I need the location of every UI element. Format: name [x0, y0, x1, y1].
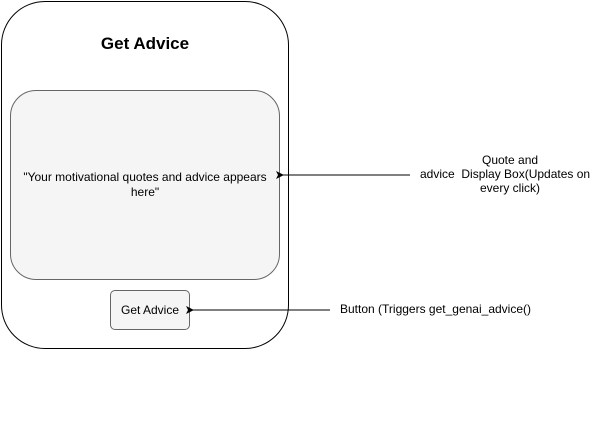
get-advice-button[interactable]: Get Advice [110, 290, 190, 330]
display-box-annotation-line1: Quote and [482, 153, 539, 167]
advice-display-box: "Your motivational quotes and advice app… [10, 90, 280, 280]
display-box-annotation-line2: advice Display Box(Updates on [420, 167, 591, 181]
display-box-annotation-line3: every click) [480, 181, 541, 195]
page-title: Get Advice [100, 34, 190, 53]
display-box-annotation: Quote and advice Display Box(Updates on … [420, 153, 605, 195]
advice-display-text: "Your motivational quotes and advice app… [23, 170, 267, 199]
button-annotation: Button (Triggers get_genai_advice() [340, 302, 531, 316]
